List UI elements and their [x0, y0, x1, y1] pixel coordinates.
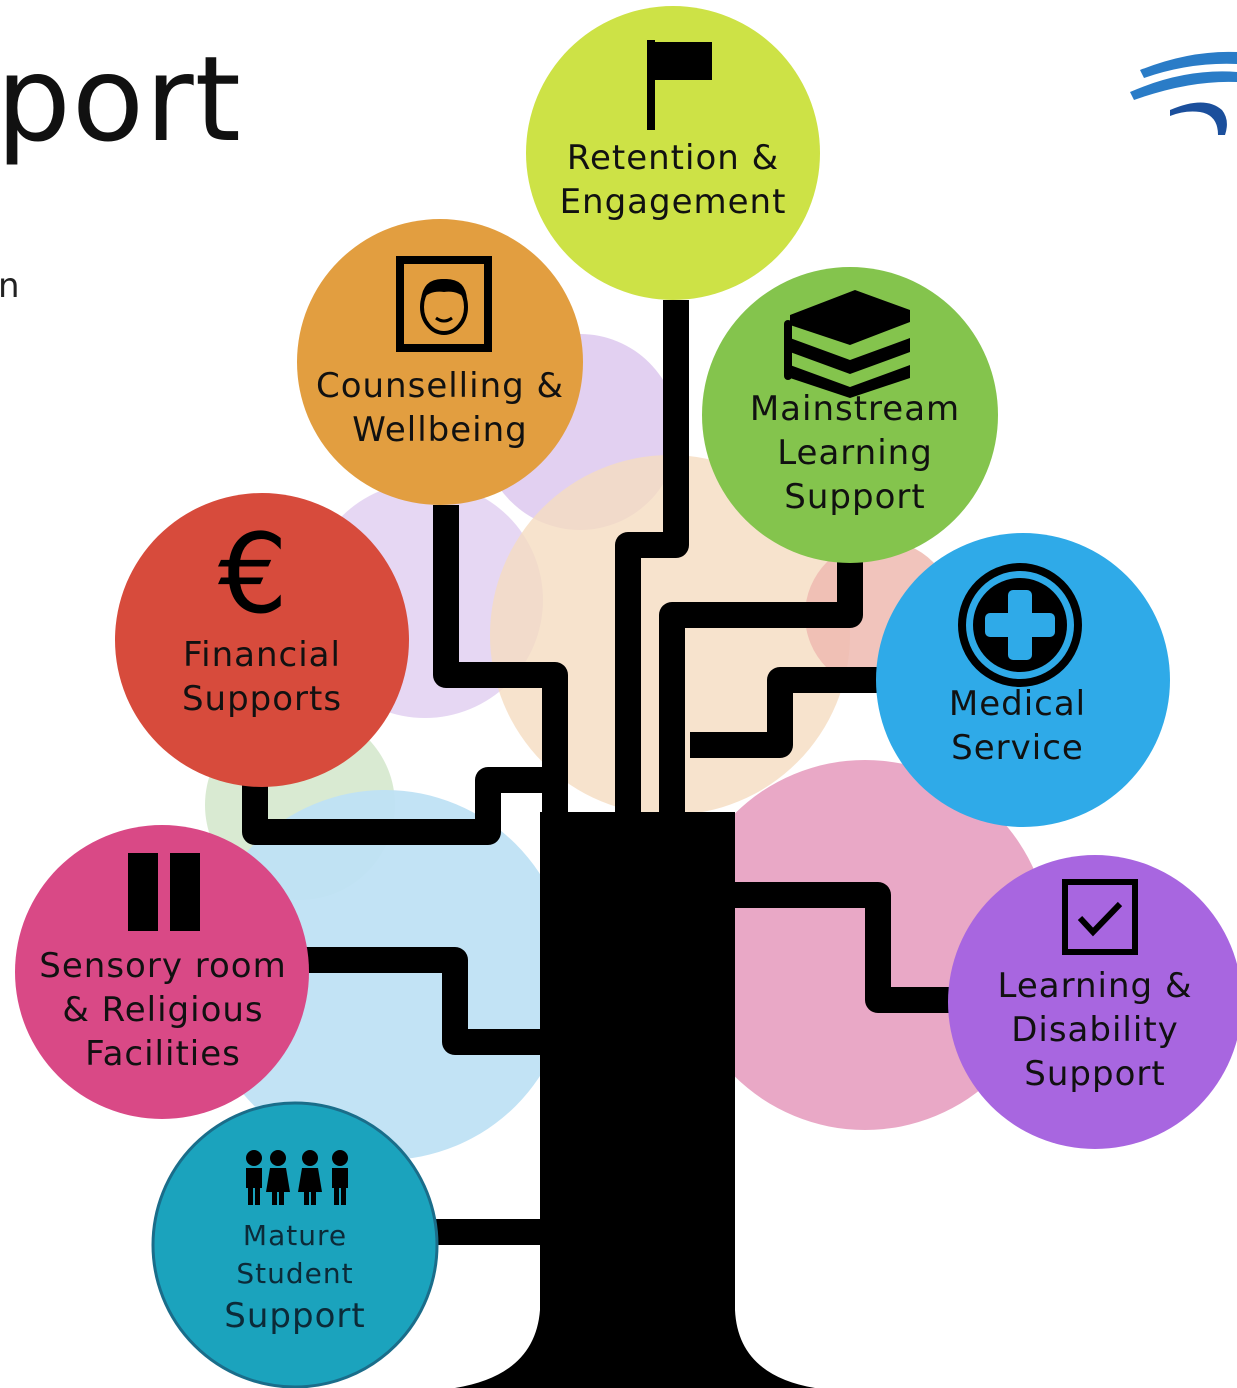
mature-label-bottom: Support	[224, 1296, 366, 1336]
family-icon	[246, 1150, 348, 1205]
retention-label: Retention & Engagement	[559, 138, 787, 222]
financial-label: Financial Supports	[181, 635, 343, 719]
pause-icon	[128, 853, 200, 931]
page-subtitle: n	[0, 266, 20, 306]
swoosh-logo	[1130, 51, 1237, 135]
mature-label-top: Mature Student	[236, 1219, 354, 1290]
circle-mainstream[interactable]	[702, 267, 998, 563]
sensory-label: Sensory room & Religious Facilities	[39, 946, 287, 1074]
circle-sensory[interactable]	[15, 825, 309, 1119]
medical-label: Medical Service	[948, 684, 1087, 768]
counselling-label: Counselling & Wellbeing	[315, 366, 565, 450]
tree-trunk	[455, 812, 815, 1388]
medical-cross-icon	[958, 563, 1082, 687]
tree-branches	[242, 300, 960, 1245]
page-title: port	[0, 30, 242, 168]
flag-icon	[647, 40, 712, 130]
support-circles	[15, 6, 1237, 1388]
circle-counselling[interactable]	[297, 219, 583, 505]
portrait-icon	[396, 256, 492, 352]
learning-label: Learning & Disability Support	[997, 966, 1193, 1094]
mainstream-label: Mainstream Learning Support	[749, 389, 961, 517]
books-icon	[784, 290, 910, 398]
euro-icon: €	[218, 510, 288, 638]
circle-retention[interactable]	[526, 6, 820, 300]
circle-learning[interactable]	[948, 855, 1237, 1149]
checkbox-icon	[1062, 879, 1138, 955]
circle-mature[interactable]	[151, 1101, 439, 1388]
svg-text:€: €	[218, 510, 288, 638]
circle-financial[interactable]	[115, 493, 409, 787]
